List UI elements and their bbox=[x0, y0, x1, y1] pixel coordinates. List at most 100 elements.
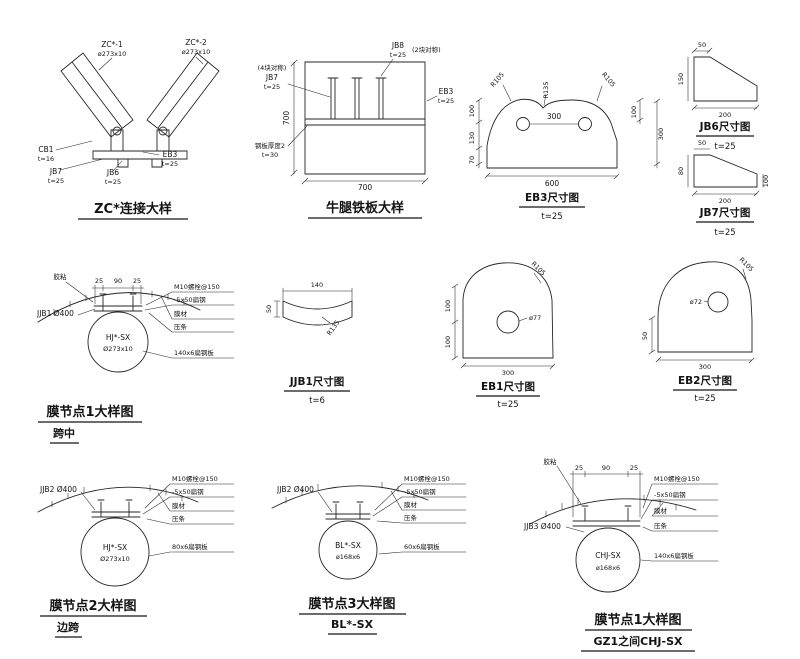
eb3-hole-left bbox=[516, 117, 530, 131]
panel-title: 膜节点1大样图 bbox=[594, 612, 681, 628]
note-leader-lines bbox=[372, 483, 467, 555]
panel-zc-connection: ZC*-1 ø273x10 ZC*-2 ø273x10 CB1 t=16 JB7… bbox=[38, 38, 220, 220]
pipe-section bbox=[87, 311, 149, 373]
eb1-hole bbox=[496, 310, 520, 334]
cb1-part-label: CB1 bbox=[38, 145, 53, 154]
dim-90-mid: 90 bbox=[114, 277, 122, 285]
label-leader-lines bbox=[65, 281, 96, 316]
panel-subtitle: 边跨 bbox=[56, 620, 80, 634]
panel-subtitle: BL*-SX bbox=[331, 618, 374, 631]
note-leader-lines bbox=[142, 483, 235, 557]
hole-diameter-label: ø77 bbox=[529, 314, 541, 322]
plate-thickness-note: 钢板厚度2 bbox=[255, 141, 285, 150]
panel-title: EB2尺寸图 bbox=[678, 374, 732, 387]
clamp-assembly bbox=[93, 293, 143, 312]
note-membrane: 膜材 bbox=[172, 501, 186, 510]
pipe-section bbox=[575, 527, 641, 593]
radius-mid-label: R135 bbox=[542, 82, 550, 99]
note-leader-lines bbox=[142, 291, 235, 359]
radius-right-label: R105 bbox=[600, 71, 617, 89]
note-flat-bar: -5x50扁钢 bbox=[174, 295, 206, 304]
corbel-leader-lines bbox=[287, 58, 438, 147]
dim-left-80: 80 bbox=[677, 167, 685, 175]
jb6-dimension-lines bbox=[687, 47, 760, 111]
panel-title: EB1尺寸图 bbox=[481, 380, 535, 393]
pipe-name-label: CHJ-SX bbox=[595, 551, 620, 560]
eb1-outline bbox=[462, 262, 554, 359]
note-membrane: 膜材 bbox=[654, 506, 668, 515]
dim-25-right: 25 bbox=[630, 464, 638, 472]
dim-top-140: 140 bbox=[311, 281, 323, 289]
panel-jb6-size: 50 150 200 JB6尺寸图 t=25 bbox=[677, 41, 760, 152]
jb6-part-label: JB6 bbox=[106, 168, 119, 177]
eb2-leader-lines bbox=[703, 268, 747, 303]
jjb1-dimension-lines bbox=[273, 287, 353, 318]
jb7-part-label: JB7 bbox=[49, 167, 62, 176]
note-steel-plate: 80x6扁钢板 bbox=[172, 542, 208, 551]
dim-holes-300: 300 bbox=[547, 112, 562, 121]
panel-thickness: t=25 bbox=[497, 400, 518, 410]
membrane-arc-ticks bbox=[53, 290, 185, 316]
pipe-section bbox=[318, 520, 378, 580]
jb7-symmetry-note: (4块对称) bbox=[258, 63, 287, 72]
glue-label: 胶粘 bbox=[544, 457, 558, 466]
dim-25-left: 25 bbox=[95, 277, 103, 285]
note-bolt: M10螺栓@150 bbox=[404, 474, 450, 483]
panel-membrane-node1: 胶粘 25 90 25 JJB1 Ø400 HJ*-SX Ø273x10 M10… bbox=[36, 272, 235, 444]
membrane-arc-ticks bbox=[51, 484, 183, 508]
clamp-assembly bbox=[91, 499, 141, 518]
note-batten: 压条 bbox=[172, 514, 186, 523]
panel-title: EB3尺寸图 bbox=[525, 191, 579, 204]
panel-membrane-node4: 胶粘 25 90 25 JJB3 Ø400 CHJ-SX ø168x6 M10螺… bbox=[523, 457, 719, 652]
panel-title: 牛腿铁板大样 bbox=[326, 200, 404, 216]
dim-width-700: 700 bbox=[358, 183, 373, 192]
panel-thickness: t=25 bbox=[714, 142, 735, 152]
jjb2-saddle-label: JJB2 Ø400 bbox=[39, 485, 77, 494]
dim-bottom-200: 200 bbox=[719, 197, 731, 205]
panel-title: ZC*连接大样 bbox=[94, 201, 172, 217]
jb6-outline bbox=[693, 56, 758, 102]
pipe-name-label: HJ*-SX bbox=[106, 333, 130, 342]
jb8-part-label: JB8 bbox=[391, 41, 404, 50]
dim-right-300: 300 bbox=[657, 128, 665, 140]
jjb1-radius-leader bbox=[321, 316, 331, 324]
panel-title: JJB1尺寸图 bbox=[289, 375, 345, 388]
pipe-name-label: HJ*-SX bbox=[103, 543, 127, 552]
plate-thickness-value: t=30 bbox=[262, 151, 278, 159]
note-leader-lines bbox=[640, 483, 719, 562]
panel-eb3-size: R135 R105 R105 300 100 130 70 100 300 60… bbox=[468, 71, 665, 222]
dim-left-100: 100 bbox=[468, 105, 476, 117]
jb7-outline bbox=[693, 154, 758, 188]
note-bolt: M10螺栓@150 bbox=[174, 282, 220, 291]
eb2-hole bbox=[707, 291, 729, 313]
zc1-part-label: ZC*-1 bbox=[101, 40, 123, 49]
panel-thickness: t=25 bbox=[541, 212, 562, 222]
note-flat-bar: -5x50扁钢 bbox=[404, 487, 436, 496]
note-steel-plate: 140x6扁钢板 bbox=[174, 348, 214, 357]
eb1-dimension-lines bbox=[451, 283, 556, 370]
label-leader-lines bbox=[556, 465, 585, 533]
panel-title: JB6尺寸图 bbox=[699, 120, 751, 133]
pipe-spec-label: ø168x6 bbox=[336, 553, 360, 561]
dim-left-100-top: 100 bbox=[444, 300, 452, 312]
jjb1-outline bbox=[282, 300, 353, 326]
panel-title: 膜节点3大样图 bbox=[308, 596, 395, 612]
note-steel-plate: 140x6扁钢板 bbox=[654, 551, 694, 560]
corbel-dimension-lines bbox=[290, 59, 429, 185]
zc-leader-lines bbox=[55, 56, 204, 172]
eb1-leader-lines bbox=[518, 272, 542, 322]
dim-top-50: 50 bbox=[698, 139, 706, 147]
panel-title: 膜节点2大样图 bbox=[49, 598, 136, 614]
dim-25-left: 25 bbox=[575, 464, 583, 472]
eb3-part-label: EB3 bbox=[163, 150, 178, 159]
panel-subtitle: 跨中 bbox=[53, 426, 75, 440]
note-bolt: M10螺栓@150 bbox=[654, 474, 700, 483]
clamp-dimension-lines bbox=[569, 470, 644, 518]
membrane-arc bbox=[529, 498, 697, 525]
eb3-part-label: EB3 bbox=[439, 87, 454, 96]
eb3-outline bbox=[486, 98, 618, 169]
dim-right-100: 100 bbox=[630, 106, 638, 118]
radius-label: R105 bbox=[738, 256, 756, 274]
jjb2-saddle-label: JJB2 Ø400 bbox=[276, 485, 314, 494]
pipe-name-label: BL*-SX bbox=[335, 541, 361, 550]
